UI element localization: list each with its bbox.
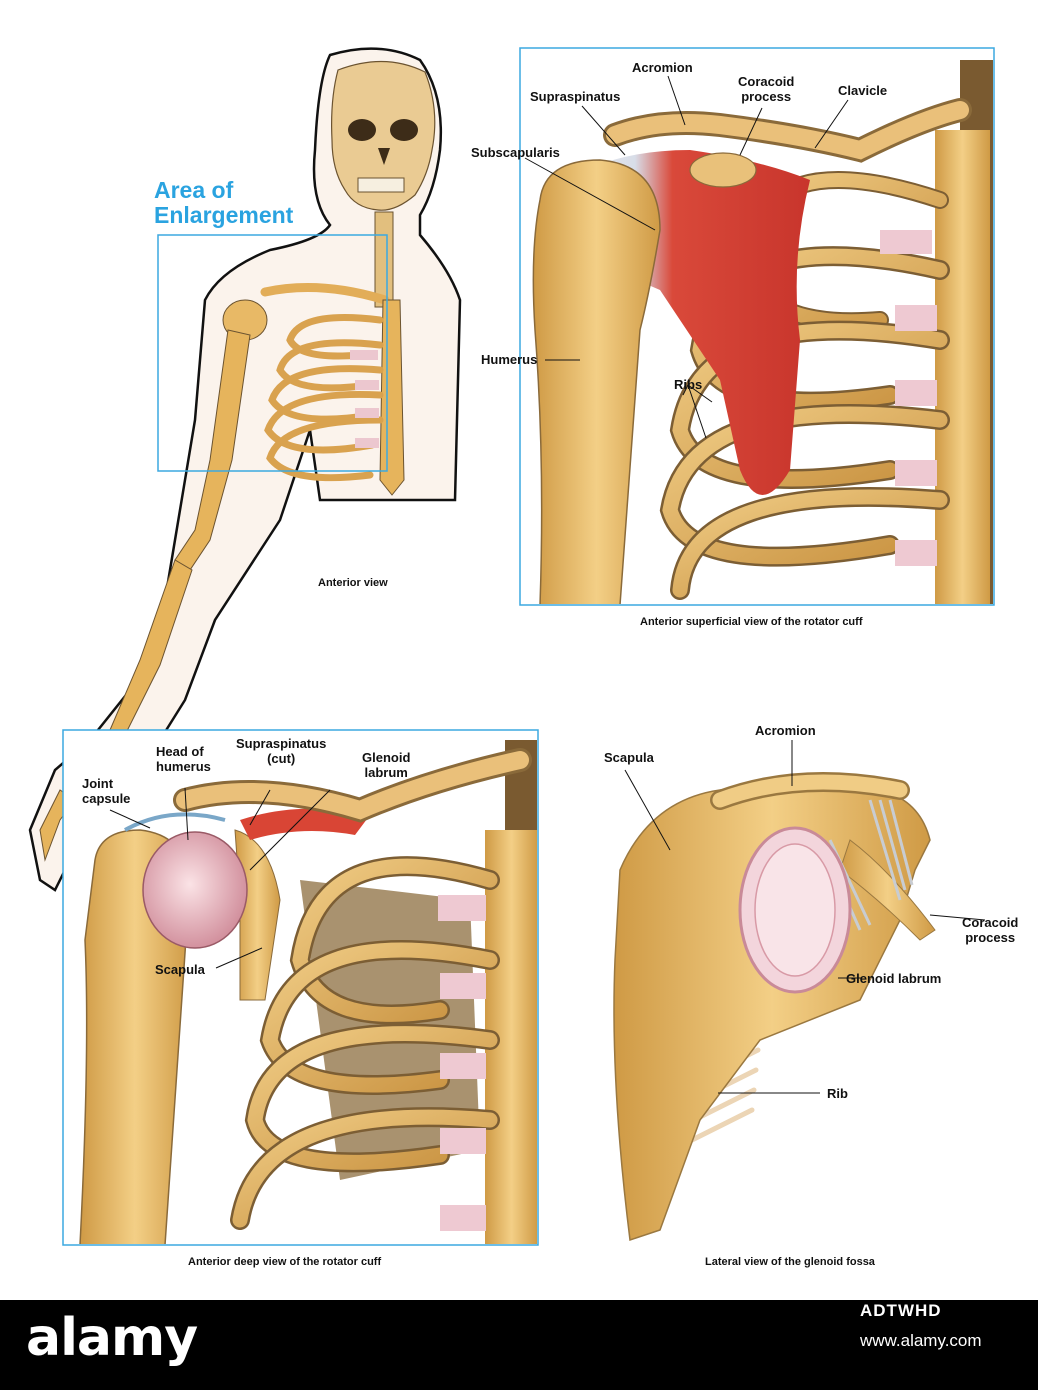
enlargement-box xyxy=(157,234,388,472)
label-coracoid-process: Coracoid process xyxy=(738,74,795,104)
label-joint-capsule: Joint capsule xyxy=(82,776,131,806)
label-acromion: Acromion xyxy=(632,60,693,75)
figure-deep-view xyxy=(62,729,539,1246)
label-ribs: Ribs xyxy=(674,377,703,392)
label-scapula-lateral: Scapula xyxy=(604,750,654,765)
footer-bar: alamy ADTWHD www.alamy.com xyxy=(0,1300,1038,1390)
label-supraspinatus: Supraspinatus xyxy=(530,89,621,104)
label-scapula-deep: Scapula xyxy=(155,962,205,977)
label-humerus: Humerus xyxy=(481,352,538,367)
label-glenoid-labrum-deep: Glenoid labrum xyxy=(362,750,411,780)
image-id: ADTWHD xyxy=(860,1301,942,1320)
alamy-logo: alamy xyxy=(26,1308,198,1368)
site-url: www.alamy.com xyxy=(860,1331,982,1350)
label-glenoid-labrum-lateral: Glenoid labrum xyxy=(846,971,942,986)
label-head-of-humerus: Head of humerus xyxy=(156,744,211,774)
label-acromion-lateral: Acromion xyxy=(755,723,816,738)
caption-superficial-view: Anterior superficial view of the rotator… xyxy=(640,616,863,628)
diagram-artwork xyxy=(28,47,995,1246)
label-supraspinatus-cut: Supraspinatus (cut) xyxy=(236,736,327,766)
label-rib: Rib xyxy=(827,1086,848,1101)
label-coracoid-process-lateral: Coracoid process xyxy=(962,915,1019,945)
caption-lateral-view: Lateral view of the glenoid fossa xyxy=(705,1256,875,1268)
label-clavicle: Clavicle xyxy=(838,83,888,98)
anatomy-diagram: Area of Enlargement Anterior view Anteri… xyxy=(28,47,1019,1268)
label-subscapularis: Subscapularis xyxy=(471,145,560,160)
caption-anterior-view: Anterior view xyxy=(318,577,388,589)
figure-superficial-view xyxy=(519,47,995,606)
caption-deep-view: Anterior deep view of the rotator cuff xyxy=(188,1256,382,1268)
figure-lateral-view xyxy=(613,740,986,1242)
area-of-enlargement-title: Area of Enlargement xyxy=(154,177,294,228)
